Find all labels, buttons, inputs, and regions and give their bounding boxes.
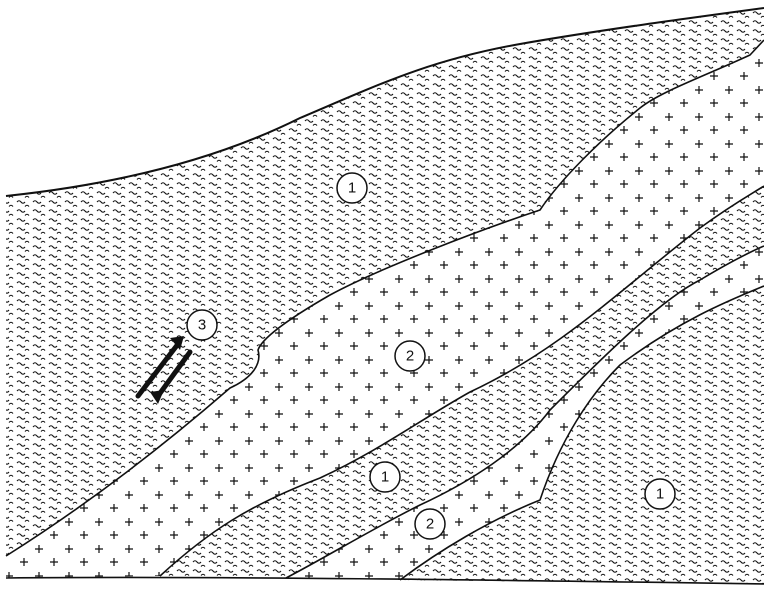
label-unit-2-middle: 2 [395,341,425,371]
label-unit-2-lower-text: 2 [426,516,434,533]
label-unit-1-upper: 1 [337,173,367,203]
label-unit-1-middle: 1 [370,462,400,492]
label-unit-1-lower-text: 1 [656,486,664,503]
label-marker-3-text: 3 [198,317,206,334]
label-marker-3: 3 [187,310,217,340]
label-unit-1-upper-text: 1 [348,180,356,197]
label-unit-1-middle-text: 1 [381,469,389,486]
label-unit-1-lower: 1 [645,479,675,509]
label-unit-2-lower: 2 [415,509,445,539]
label-unit-2-middle-text: 2 [406,348,414,365]
